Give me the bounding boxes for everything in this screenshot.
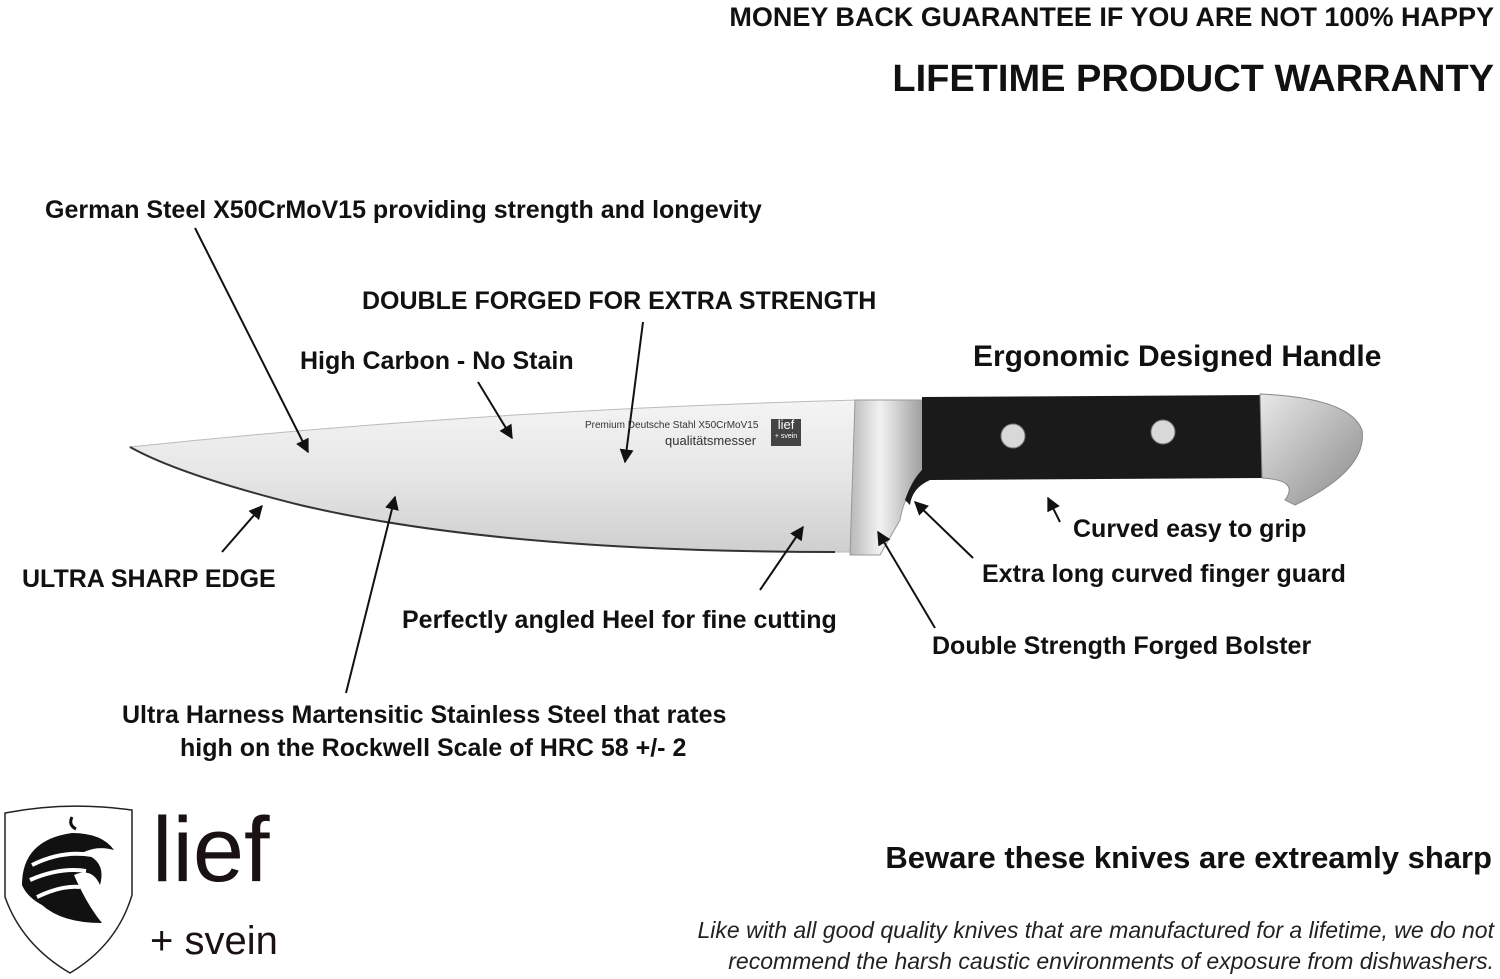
callout-bolster: Double Strength Forged Bolster xyxy=(932,632,1312,660)
callout-arrows xyxy=(194,227,1061,694)
callout-hardness-line1: Ultra Harness Martensitic Stainless Stee… xyxy=(122,701,727,729)
blade-etching-line1: Premium Deutsche Stahl X50CrMoV15 xyxy=(585,420,759,431)
callout-german-steel: German Steel X50CrMoV15 providing streng… xyxy=(45,196,762,224)
handle-rivet xyxy=(1150,419,1176,445)
badge-bottom: + svein xyxy=(774,433,798,440)
blade-logo-badge: lief + svein xyxy=(771,417,801,446)
callout-handle: Ergonomic Designed Handle xyxy=(973,340,1382,373)
dishwasher-disclaimer: Like with all good quality knives that a… xyxy=(698,915,1495,977)
logo-wordmark: lief xyxy=(152,799,270,901)
guarantee-heading: MONEY BACK GUARANTEE IF YOU ARE NOT 100%… xyxy=(729,2,1494,32)
warranty-heading: LIFETIME PRODUCT WARRANTY xyxy=(892,58,1494,100)
sharpness-warning: Beware these knives are extreamly sharp xyxy=(885,840,1492,875)
callout-high-carbon: High Carbon - No Stain xyxy=(300,347,574,375)
logo-subtitle: + svein xyxy=(150,919,278,963)
bolster xyxy=(849,399,926,556)
handle-rivet xyxy=(1000,423,1026,449)
callout-heel: Perfectly angled Heel for fine cutting xyxy=(402,606,837,634)
callout-double-forged: DOUBLE FORGED FOR EXTRA STRENGTH xyxy=(362,287,877,315)
handle xyxy=(905,395,1262,505)
blade-edge xyxy=(129,446,836,553)
disclaimer-line1: Like with all good quality knives that a… xyxy=(697,917,1495,943)
disclaimer-line2: recommend the harsh caustic environments… xyxy=(728,948,1494,974)
callout-finger-guard: Extra long curved finger guard xyxy=(982,560,1346,588)
callout-ultra-sharp: ULTRA SHARP EDGE xyxy=(22,565,276,593)
callout-hardness-line2: high on the Rockwell Scale of HRC 58 +/-… xyxy=(180,734,687,762)
blade-etching-line2: qualitätsmesser xyxy=(665,433,757,448)
eagle-shield-logo-icon xyxy=(4,805,133,974)
badge-top: lief xyxy=(777,417,795,432)
callout-curved-grip: Curved easy to grip xyxy=(1073,515,1307,543)
handle-butt-cap xyxy=(1259,393,1363,506)
